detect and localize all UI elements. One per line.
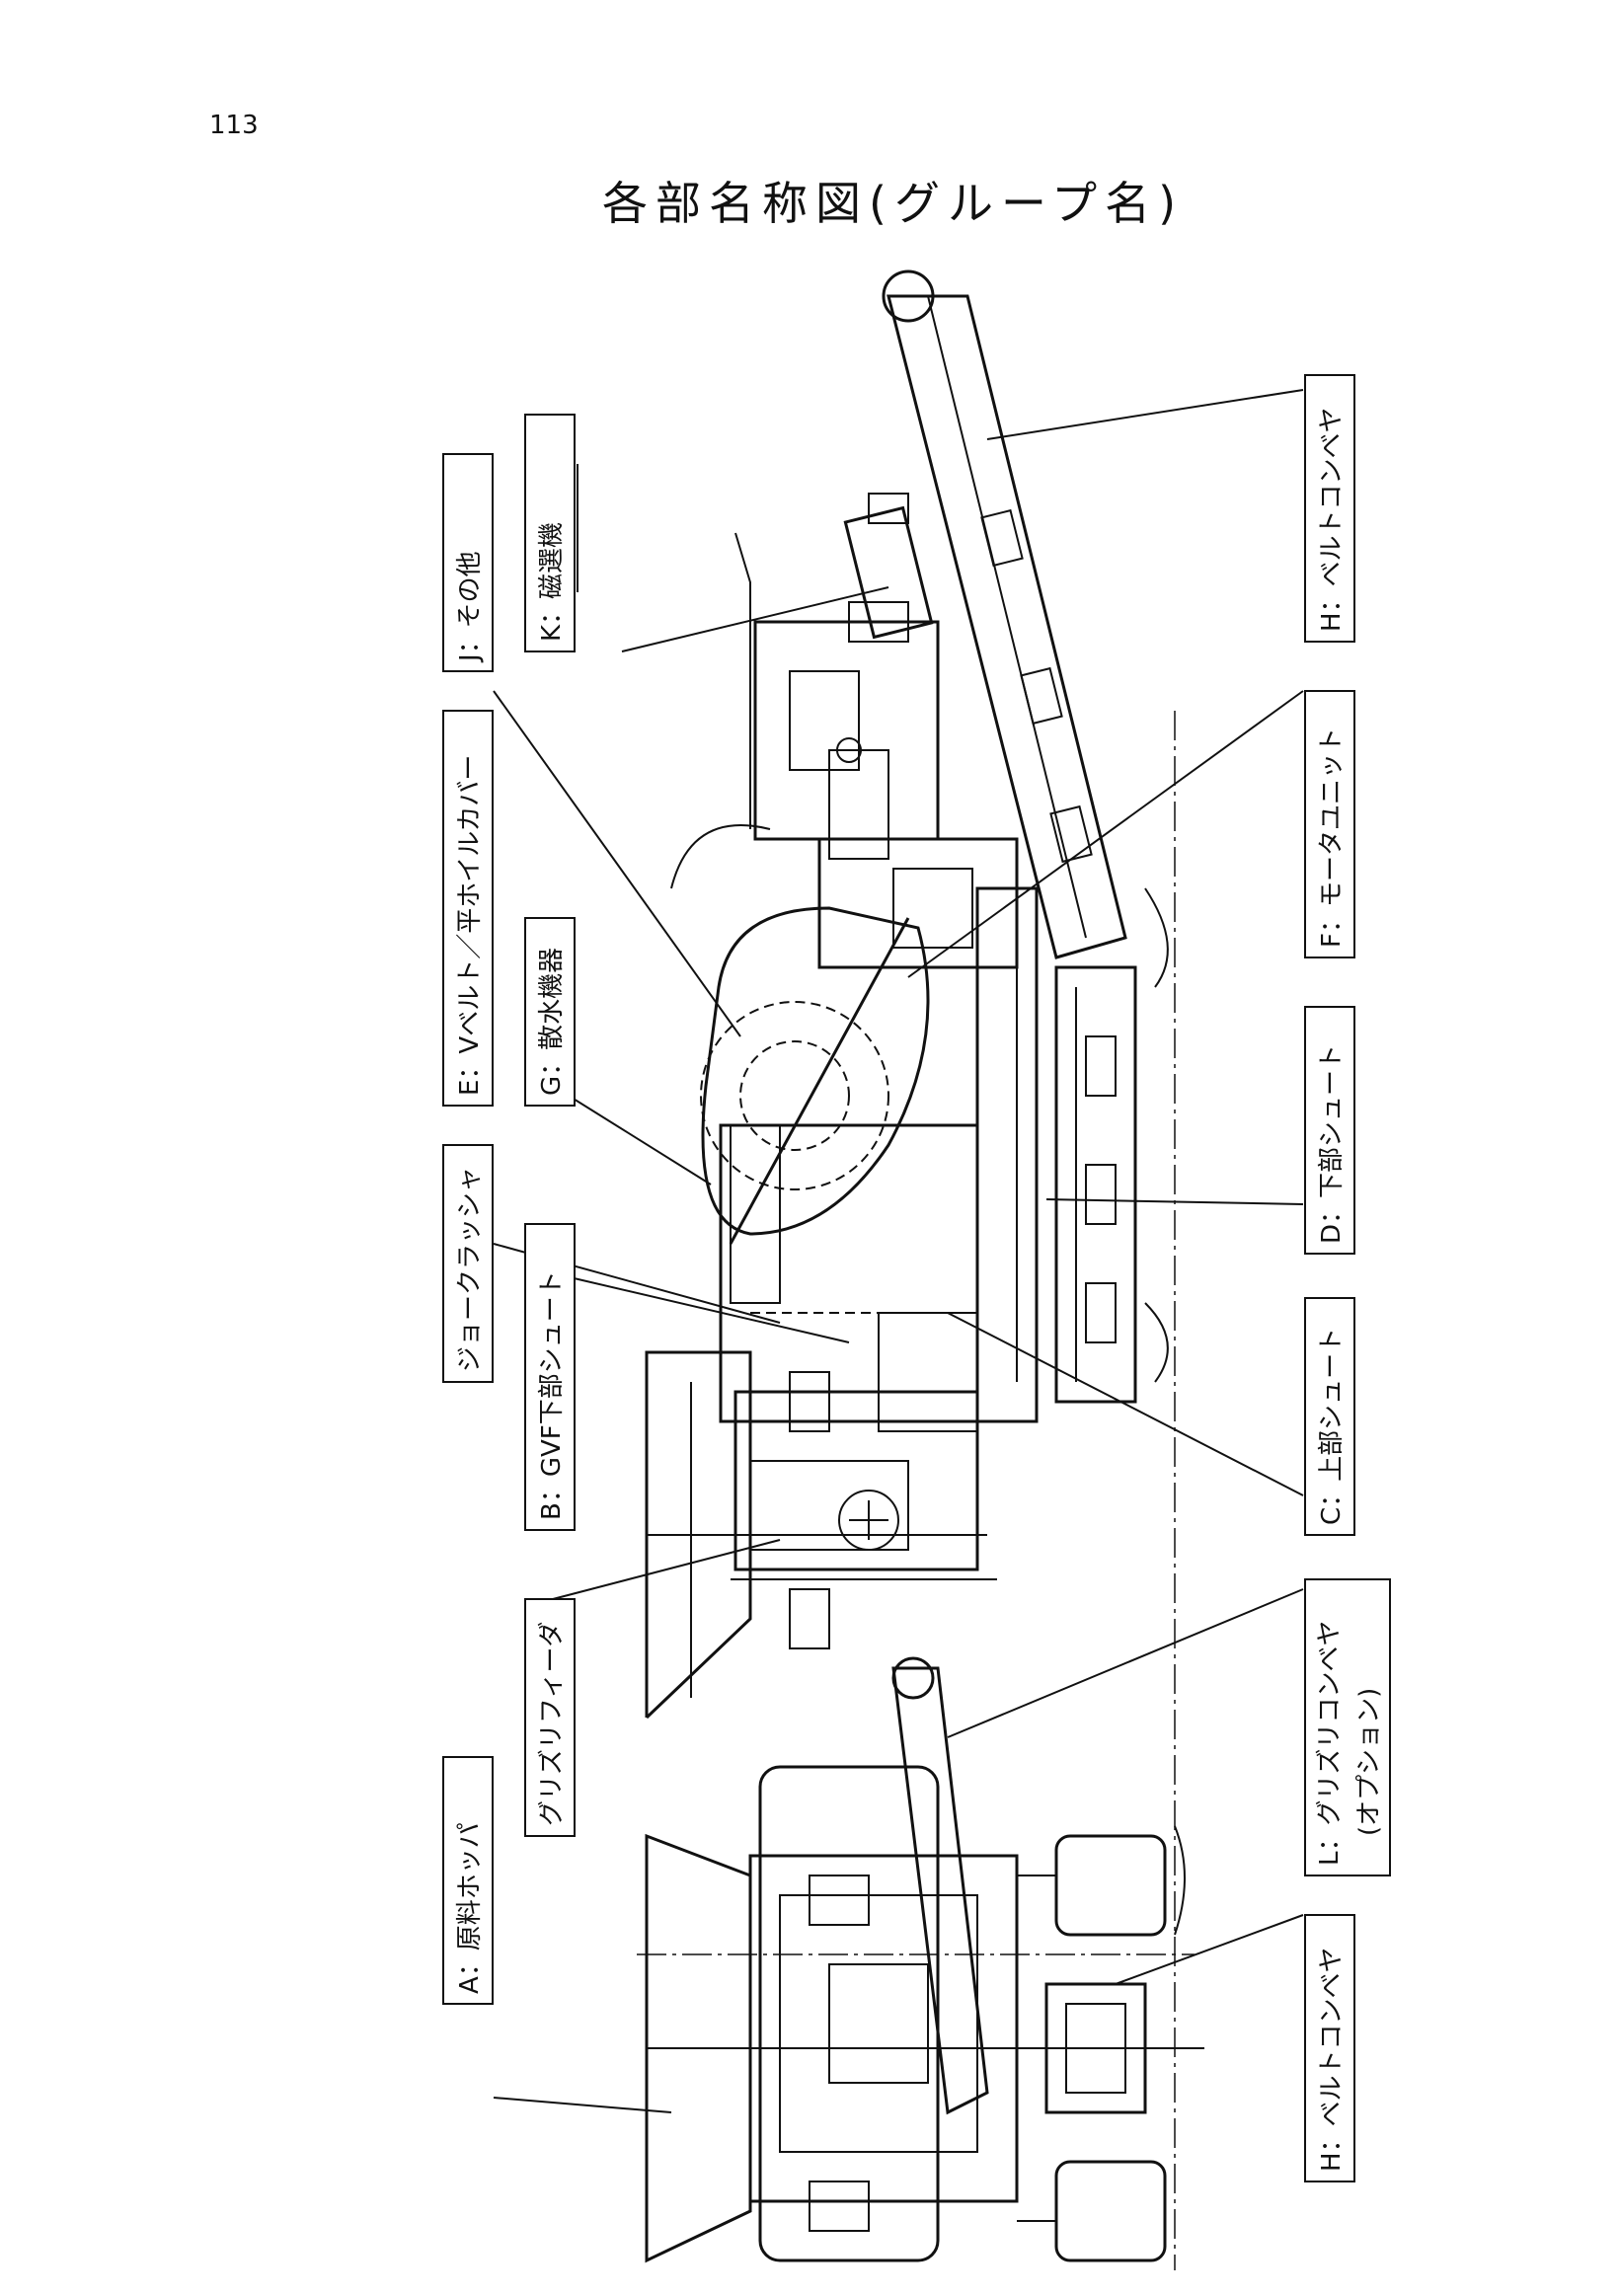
label-f-text: F：モータユニット (1317, 727, 1347, 948)
label-k-text: K：磁選機 (537, 522, 567, 642)
label-g: G：散水機器 (524, 917, 576, 1107)
label-grizzly-feeder-text: グリズリフィーダ (537, 1622, 567, 1826)
label-j: J：その他 (442, 453, 494, 672)
crusher-end-view (645, 1656, 1204, 2263)
label-k: K：磁選機 (524, 414, 576, 652)
label-h-bottom-text: H：ベルトコンベヤ (1317, 1947, 1347, 2172)
label-h-bottom: H：ベルトコンベヤ (1304, 1914, 1355, 2182)
label-l-text-line1: L：グリズリコンベヤ (1315, 1621, 1345, 1867)
label-h-top: H：ベルトコンベヤ (1304, 374, 1355, 643)
label-g-text: G：散水機器 (537, 948, 567, 1096)
label-d: D：下部シュート (1304, 1006, 1355, 1255)
label-jaw-crusher: ジョークラッシャ (442, 1144, 494, 1383)
reference-lines (637, 711, 1195, 2270)
label-c: C：上部シュート (1304, 1297, 1355, 1536)
page-number: 113 (209, 111, 259, 140)
label-jaw-crusher-text: ジョークラッシャ (455, 1167, 485, 1372)
label-e-text: E：Vベルト／平ホイルカバー (455, 755, 485, 1096)
label-d-text: D：下部シュート (1317, 1044, 1347, 1244)
label-l-text-line2: (オプション) (1354, 1688, 1384, 1836)
label-b: B：GVF下部シュート (524, 1223, 576, 1531)
label-j-text: J：その他 (455, 551, 485, 663)
label-c-text: C：上部シュート (1317, 1328, 1347, 1525)
label-h-top-text: H：ベルトコンベヤ (1317, 407, 1347, 632)
page-title: 各部名称図(グループ名) (602, 177, 1185, 230)
label-f: F：モータユニット (1304, 690, 1355, 958)
crusher-side-view (645, 269, 1169, 1720)
label-b-text: B：GVF下部シュート (537, 1270, 567, 1520)
label-a-text: A：原料ホッパ (455, 1822, 485, 1994)
label-a: A：原料ホッパ (442, 1756, 494, 2005)
label-grizzly-feeder: グリズリフィーダ (524, 1598, 576, 1837)
label-e: E：Vベルト／平ホイルカバー (442, 710, 494, 1107)
label-l: L：グリズリコンベヤ (オプション) (1304, 1578, 1391, 1876)
